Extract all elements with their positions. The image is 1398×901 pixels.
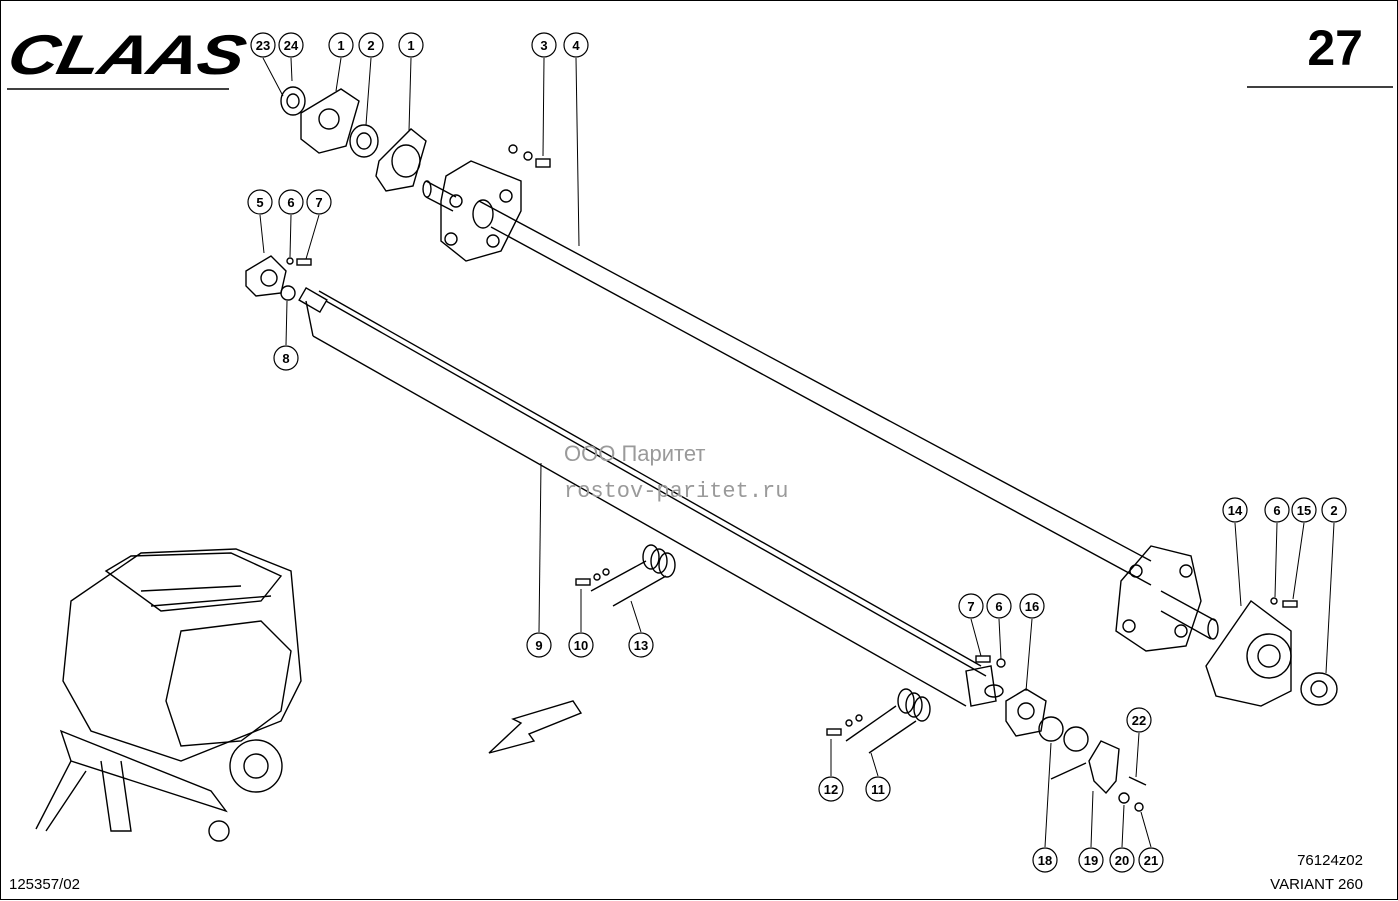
- svg-text:1: 1: [407, 38, 414, 53]
- page-number: 27: [1307, 20, 1363, 76]
- callout-12: 12: [818, 776, 844, 802]
- left-bearing-group: [245, 86, 551, 301]
- svg-text:6: 6: [1273, 503, 1280, 518]
- callout-1b: 1: [398, 32, 424, 58]
- svg-text:1: 1: [337, 38, 344, 53]
- drawing-code: 76124z02: [1297, 852, 1363, 869]
- svg-text:9: 9: [535, 638, 542, 653]
- svg-text:11: 11: [871, 782, 885, 797]
- svg-text:15: 15: [1297, 503, 1311, 518]
- watermark-company: ООО Паритет: [564, 441, 706, 466]
- callout-15: 15: [1291, 497, 1317, 523]
- callout-6: 6: [278, 189, 304, 215]
- callout-10: 10: [568, 632, 594, 658]
- svg-text:5: 5: [256, 195, 263, 210]
- footer-left-code: 125357/02: [9, 876, 80, 893]
- watermark-url: rostov-paritet.ru: [564, 479, 789, 504]
- callout-16: 16: [1019, 593, 1045, 619]
- callout-2: 2: [358, 32, 384, 58]
- spring-right: [826, 688, 931, 754]
- svg-text:19: 19: [1084, 853, 1098, 868]
- callout-20: 20: [1109, 847, 1135, 873]
- callout-5: 5: [247, 189, 273, 215]
- callout-group: 23 24 1 2 1 3 4 5 6 7 8 14 6 15 2 7 6 16…: [247, 32, 1347, 873]
- svg-text:7: 7: [315, 195, 322, 210]
- svg-text:2: 2: [1330, 503, 1337, 518]
- svg-text:12: 12: [824, 782, 838, 797]
- svg-text:6: 6: [995, 599, 1002, 614]
- callout-18: 18: [1032, 847, 1058, 873]
- svg-text:7: 7: [967, 599, 974, 614]
- baler-thumbnail: [35, 548, 302, 842]
- callout-13: 13: [628, 632, 654, 658]
- svg-text:22: 22: [1132, 713, 1146, 728]
- callout-14: 14: [1222, 497, 1248, 523]
- svg-text:24: 24: [284, 38, 299, 53]
- callout-8: 8: [273, 345, 299, 371]
- spring-left: [575, 544, 676, 607]
- callout-11: 11: [865, 776, 891, 802]
- right-bearing-group: [975, 597, 1338, 812]
- svg-text:20: 20: [1115, 853, 1129, 868]
- svg-text:16: 16: [1025, 599, 1039, 614]
- callout-24: 24: [278, 32, 304, 58]
- svg-text:8: 8: [282, 351, 289, 366]
- callout-3: 3: [531, 32, 557, 58]
- callout-23: 23: [250, 32, 276, 58]
- square-tube: [298, 286, 1004, 707]
- svg-text:2: 2: [367, 38, 374, 53]
- svg-text:6: 6: [287, 195, 294, 210]
- model-name: VARIANT 260: [1270, 876, 1363, 893]
- svg-text:21: 21: [1144, 853, 1158, 868]
- callout-19: 19: [1078, 847, 1104, 873]
- callout-21: 21: [1138, 847, 1164, 873]
- svg-text:10: 10: [574, 638, 588, 653]
- callout-22: 22: [1126, 707, 1152, 733]
- callout-6b: 6: [1264, 497, 1290, 523]
- svg-text:18: 18: [1038, 853, 1052, 868]
- svg-text:3: 3: [540, 38, 547, 53]
- svg-text:13: 13: [634, 638, 648, 653]
- svg-text:23: 23: [256, 38, 270, 53]
- rotor-shaft: [422, 160, 1219, 652]
- callout-6c: 6: [986, 593, 1012, 619]
- svg-text:4: 4: [572, 38, 580, 53]
- callout-9: 9: [526, 632, 552, 658]
- callout-4: 4: [563, 32, 589, 58]
- callout-2b: 2: [1321, 497, 1347, 523]
- callout-7b: 7: [958, 593, 984, 619]
- callout-1: 1: [328, 32, 354, 58]
- callout-7: 7: [306, 189, 332, 215]
- svg-text:14: 14: [1228, 503, 1243, 518]
- leader-lines: [259, 57, 1335, 848]
- direction-arrow: [488, 700, 583, 754]
